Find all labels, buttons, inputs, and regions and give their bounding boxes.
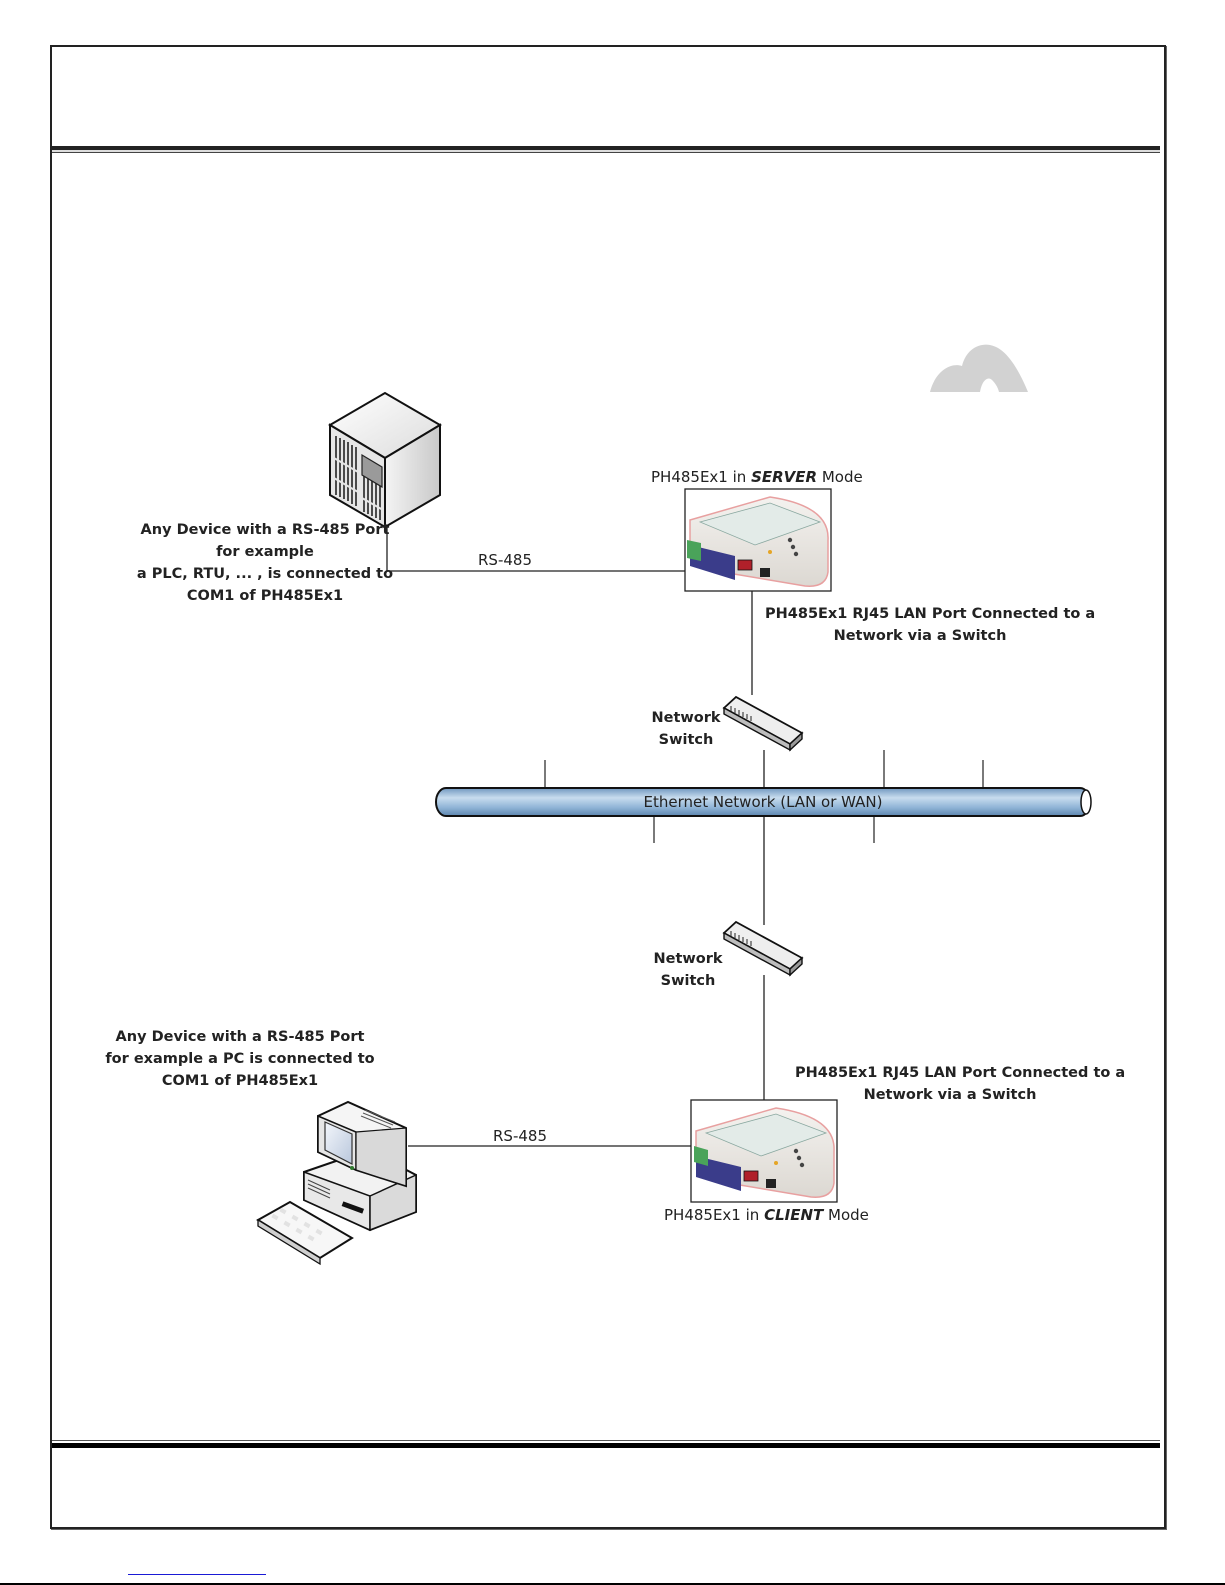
- switch-top-label: Network Switch: [650, 707, 722, 751]
- pc-note-line: for example a PC is connected to: [105, 1051, 375, 1067]
- caption-mode: SERVER: [751, 468, 818, 486]
- server-mode-caption: PH485Ex1 in SERVER Mode: [651, 466, 863, 488]
- caption-mode: CLIENT: [764, 1206, 824, 1224]
- switch-bottom-label: Network Switch: [652, 948, 724, 992]
- switch-label-line: Switch: [658, 732, 714, 748]
- company-logo-watermark: [930, 344, 1028, 392]
- plc-note-line: COM1 of PH485Ex1: [186, 588, 344, 604]
- bus-drop-lines: [544, 750, 984, 843]
- server-lan-note: PH485Ex1 RJ45 LAN Port Connected to a Ne…: [765, 603, 1096, 647]
- plc-device-note: Any Device with a RS-485 Port for exampl…: [130, 519, 400, 607]
- footer-rule: [52, 1443, 1160, 1448]
- pc-note-line: Any Device with a RS-485 Port: [115, 1029, 365, 1045]
- plc-server-icon: [328, 391, 442, 529]
- caption-prefix: PH485Ex1 in: [651, 468, 752, 486]
- pc-device-note: Any Device with a RS-485 Port for exampl…: [100, 1026, 380, 1092]
- header-rule-thin: [52, 152, 1160, 153]
- lan-note-line: Network via a Switch: [833, 628, 1007, 644]
- lan-note-line: PH485Ex1 RJ45 LAN Port Connected to a: [795, 1065, 1126, 1081]
- lan-note-line: PH485Ex1 RJ45 LAN Port Connected to a: [765, 606, 1096, 622]
- lan-note-line: Network via a Switch: [863, 1087, 1037, 1103]
- rs485-top-label: RS-485: [478, 551, 532, 569]
- caption-prefix: PH485Ex1 in: [664, 1206, 765, 1224]
- switch-label-line: Switch: [660, 973, 716, 989]
- footer-link[interactable]: [128, 1574, 266, 1575]
- network-switch-top-icon: [722, 695, 804, 752]
- rs485-bottom-label: RS-485: [493, 1127, 547, 1145]
- switch-label-line: Network: [653, 951, 723, 967]
- network-switch-bottom-icon: [722, 920, 804, 977]
- caption-suffix: Mode: [823, 1206, 869, 1224]
- plc-note-line: a PLC, RTU, ... , is connected to: [136, 566, 394, 582]
- caption-suffix: Mode: [817, 468, 863, 486]
- plc-note-line: for example: [216, 544, 314, 560]
- plc-note-line: Any Device with a RS-485 Port: [140, 522, 390, 538]
- switch-label-line: Network: [651, 710, 721, 726]
- pc-note-line: COM1 of PH485Ex1: [161, 1073, 319, 1089]
- page-frame: [50, 45, 1166, 1529]
- page-bottom-edge: [0, 1583, 1225, 1585]
- ph485ex1-client-device-image: [690, 1099, 838, 1203]
- header-rule: [52, 146, 1160, 152]
- ph485ex1-server-device-image: [684, 488, 832, 592]
- ethernet-network-bus: [435, 787, 1092, 817]
- pc-computer-icon: [256, 1100, 417, 1266]
- client-mode-caption: PH485Ex1 in CLIENT Mode: [664, 1204, 869, 1226]
- footer-rule-thin: [52, 1440, 1160, 1441]
- client-lan-note: PH485Ex1 RJ45 LAN Port Connected to a Ne…: [795, 1062, 1126, 1106]
- rs485-top-connection: [386, 527, 686, 572]
- ethernet-bus-label: Ethernet Network (LAN or WAN): [643, 793, 883, 811]
